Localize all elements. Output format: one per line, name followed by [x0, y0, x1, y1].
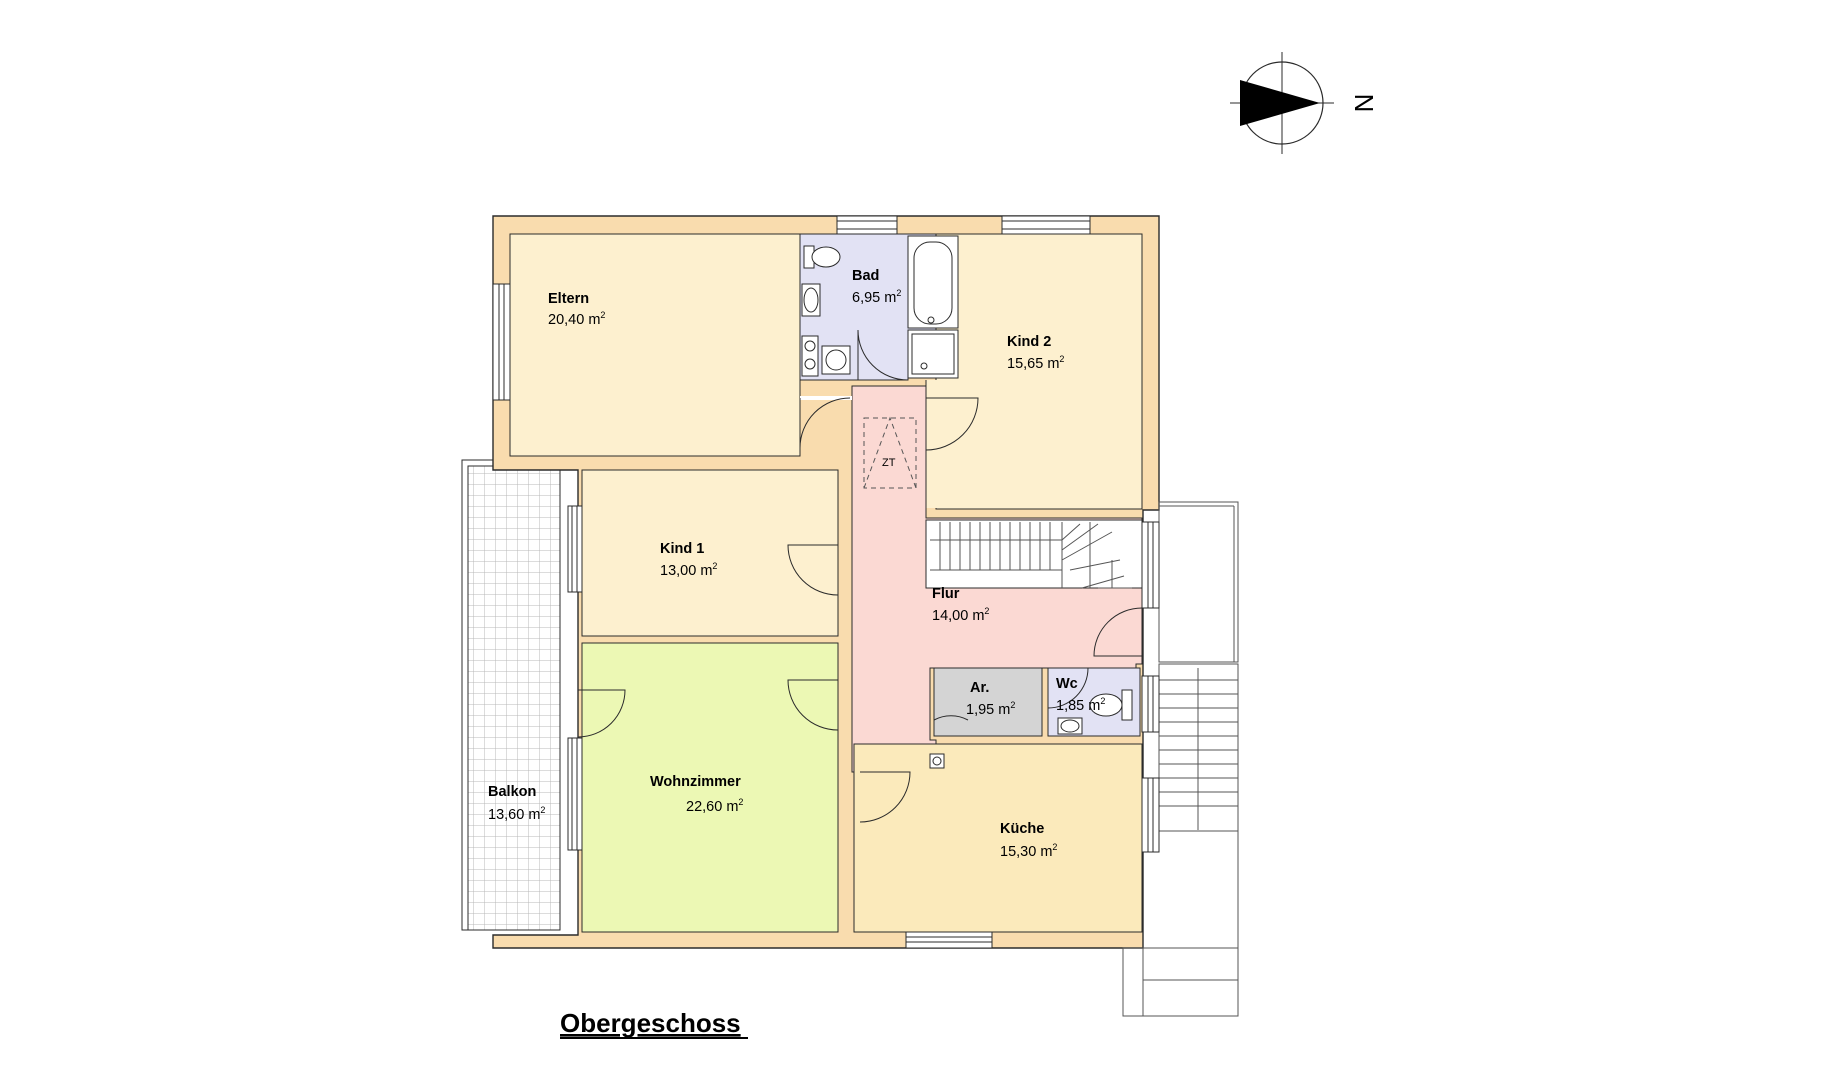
attic-hatch: ZT: [863, 416, 917, 489]
room-area-wohnzimmer: 22,60 m2: [686, 797, 743, 815]
room-label-balkon: Balkon: [488, 784, 536, 800]
room-area-ar: 1,95 m2: [966, 700, 1015, 718]
attic-hatch-label: ZT: [882, 457, 896, 469]
balcony: [461, 459, 561, 931]
room-area-eltern: 20,40 m2: [548, 310, 605, 328]
room-label-ar: Ar.: [970, 680, 989, 696]
plan-title: Obergeschoss: [560, 1008, 741, 1038]
windows: [492, 215, 1160, 949]
doors: [577, 329, 1143, 823]
room-area-kind1: 13,00 m2: [660, 561, 717, 579]
room-label-bad: Bad: [852, 268, 879, 284]
staircase: [925, 519, 1143, 589]
north-arrow: N: [1230, 52, 1379, 154]
room-area-kind2: 15,65 m2: [1007, 354, 1064, 372]
room-area-flur: 14,00 m2: [932, 606, 989, 624]
compass-north-label: N: [1349, 94, 1379, 113]
room-kind1: [581, 469, 839, 637]
room-kueche: [853, 743, 1143, 933]
room-eltern: [509, 233, 801, 457]
room-label-kueche: Küche: [1000, 821, 1044, 837]
interior-stairs: [930, 522, 1132, 589]
room-area-wc: 1,85 m2: [1056, 696, 1105, 714]
room-labels: Eltern 20,40 m2 Bad 6,95 m2 Kind 2 15,65…: [488, 268, 1105, 860]
compass-needle-icon: [1240, 80, 1320, 126]
room-label-wohnzimmer: Wohnzimmer: [650, 774, 741, 790]
room-label-kind1: Kind 1: [660, 541, 704, 557]
room-ar: [933, 667, 1043, 737]
room-label-flur: Flur: [932, 586, 960, 602]
room-label-kind2: Kind 2: [1007, 334, 1051, 350]
room-area-balkon: 13,60 m2: [488, 805, 545, 823]
rooms: [509, 233, 1143, 933]
room-area-bad: 6,95 m2: [852, 288, 901, 306]
room-area-kueche: 15,30 m2: [1000, 842, 1057, 860]
fixtures: [801, 235, 1133, 769]
room-label-wc: Wc: [1056, 676, 1078, 692]
room-label-eltern: Eltern: [548, 291, 589, 307]
